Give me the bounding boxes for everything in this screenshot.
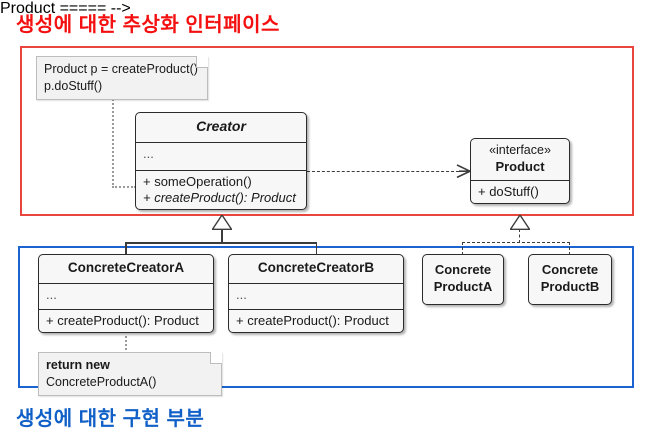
class-operations-concrete-creator-b: + createProduct(): Product — [229, 308, 403, 332]
class-name-concrete-creator-b: ConcreteCreatorB — [257, 260, 375, 275]
class-box-concrete-creator-a[interactable]: ConcreteCreatorA ... + createProduct(): … — [38, 254, 214, 334]
note-fold-corner-icon — [210, 352, 222, 364]
class-name-concrete-creator-a: ConcreteCreatorA — [67, 260, 185, 275]
class-name-label: Product — [495, 158, 545, 174]
class-name-product: «interface» Product — [471, 139, 569, 180]
class-operations-concrete-creator-a: + createProduct(): Product — [39, 308, 213, 332]
class-box-concrete-product-a[interactable]: Concrete ProductA — [422, 254, 504, 305]
dependency-line-creator-product — [307, 171, 459, 172]
note-line-1: Product p = createProduct() — [44, 62, 198, 76]
generalization-triangle-icon — [212, 215, 232, 230]
class-box-concrete-product-b[interactable]: Concrete ProductB — [528, 254, 612, 305]
realization-stem — [519, 229, 521, 243]
realization-bus — [462, 242, 570, 243]
class-operations-product: + doStuff() — [471, 179, 569, 203]
class-box-concrete-creator-b[interactable]: ConcreteCreatorB ... + createProduct(): … — [228, 254, 404, 334]
operation-create-product: + createProduct(): Product — [46, 312, 199, 328]
class-attributes-concrete-creator-a: ... — [39, 282, 213, 309]
realization-triangle-icon — [510, 215, 530, 230]
class-name-concrete-product-a: Concrete ProductA — [423, 255, 503, 304]
note-connector-horizontal — [112, 186, 136, 188]
class-attributes-concrete-creator-b: ... — [229, 282, 403, 309]
class-box-product[interactable]: «interface» Product + doStuff() — [470, 138, 570, 205]
realization-branch-b — [569, 242, 570, 255]
frame-implementation — [18, 246, 634, 388]
generalization-stem — [221, 229, 223, 243]
class-operations-creator: + someOperation() + createProduct(): Pro… — [136, 169, 306, 210]
class-box-creator[interactable]: Creator ... + someOperation() + createPr… — [135, 112, 307, 210]
note-connector-vertical — [112, 92, 114, 188]
generalization-branch-b — [315, 242, 317, 255]
frame-abstraction — [20, 46, 634, 216]
operation-some-operation: + someOperation() — [143, 173, 252, 189]
bottom-note-connector — [125, 336, 127, 354]
class-name-creator: Creator — [196, 118, 246, 134]
class-name-line-1: Concrete — [541, 262, 599, 277]
operation-do-stuff: + doStuff() — [478, 183, 539, 199]
class-name-line-2: ProductB — [540, 278, 600, 294]
page-title-implementation: 생성에 대한 구현 부분 — [16, 408, 205, 430]
note-fold-corner-icon — [196, 56, 208, 68]
class-name-concrete-product-b: Concrete ProductB — [529, 255, 611, 304]
generalization-bus — [125, 242, 317, 244]
stereotype-interface: «interface» — [489, 143, 551, 157]
note-keyword: return new — [46, 358, 110, 372]
page-title-abstraction: 생성에 대한 추상화 인터페이스 — [16, 14, 280, 36]
operation-create-product: + createProduct(): Product — [143, 189, 296, 205]
note-expression: ConcreteProductA() — [46, 374, 157, 389]
class-name-line-1: Concrete — [434, 262, 492, 277]
realization-branch-a — [462, 242, 463, 255]
note-client-code: Product p = createProduct() p.doStuff() — [36, 56, 208, 100]
class-attributes-creator: ... — [136, 141, 306, 170]
note-factory-implementation: return new ConcreteProductA() — [38, 352, 222, 396]
note-line-2: p.doStuff() — [44, 78, 103, 93]
class-name-line-2: ProductA — [433, 278, 493, 294]
generalization-branch-a — [125, 242, 127, 255]
operation-create-product: + createProduct(): Product — [236, 312, 389, 328]
